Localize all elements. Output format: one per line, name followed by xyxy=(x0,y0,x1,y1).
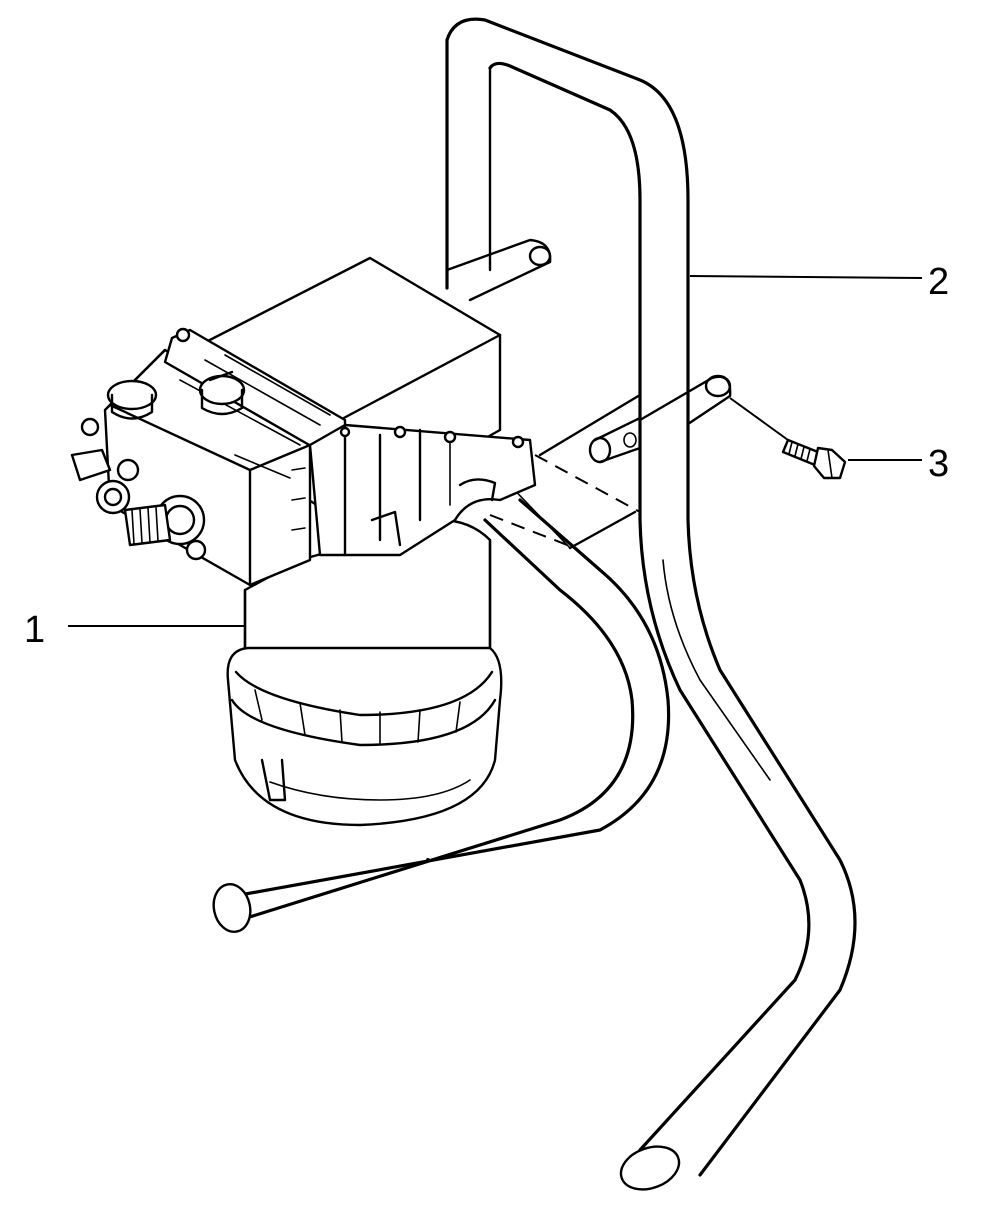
motor-pump-assembly xyxy=(70,256,537,827)
cart-frame xyxy=(212,17,857,1191)
mounting-bolt xyxy=(729,397,847,480)
callout-1: 1 xyxy=(24,609,245,651)
leader-line-2 xyxy=(689,275,923,279)
callout-label-1: 1 xyxy=(24,609,45,651)
callout-label-3: 3 xyxy=(928,443,949,485)
callout-2: 2 xyxy=(689,261,949,303)
callout-3: 3 xyxy=(848,443,949,485)
callout-label-2: 2 xyxy=(928,261,949,303)
